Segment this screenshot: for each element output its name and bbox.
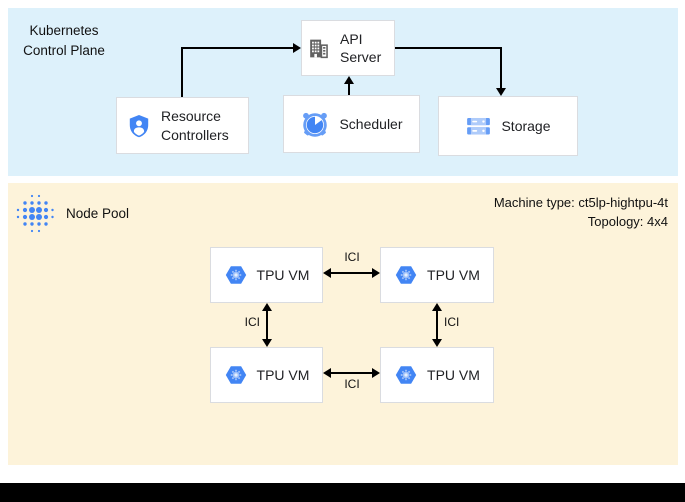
api-server-node: API Server xyxy=(301,20,395,76)
arrowhead-right-icon xyxy=(293,43,301,53)
tpu-icon xyxy=(224,363,248,387)
node-pool-label: Node Pool xyxy=(66,206,130,221)
storage-icon xyxy=(465,113,492,139)
ici-label: ICI xyxy=(244,315,260,329)
bottom-bar xyxy=(0,483,685,502)
arrowhead-down-icon xyxy=(496,88,506,96)
scheduler-label: Scheduler xyxy=(339,115,403,132)
clock-icon xyxy=(300,109,330,139)
tpu-icon xyxy=(224,263,248,287)
tpu-icon xyxy=(394,263,418,287)
node-pool-section xyxy=(8,183,678,465)
tpu-vm-node-3: TPU VM xyxy=(210,347,323,403)
tpu-icon xyxy=(394,363,418,387)
arrowhead-up-icon xyxy=(344,76,354,84)
machine-info: Machine type: ct5lp-hightpu-4t Topology:… xyxy=(368,194,668,232)
machine-type-label: Machine type: ct5lp-hightpu-4t xyxy=(493,195,668,210)
tpu-vm-label: TPU VM xyxy=(256,366,310,383)
tpu-vm-node-2: TPU VM xyxy=(380,247,494,303)
arrowhead-down-icon xyxy=(432,339,442,347)
building-icon xyxy=(306,36,331,61)
ici-label: ICI xyxy=(344,250,360,264)
topology-label: Topology: 4x4 xyxy=(587,213,668,229)
shield-icon xyxy=(126,113,152,139)
tpu-vm-label: TPU VM xyxy=(427,366,480,383)
storage-node: Storage xyxy=(438,96,578,156)
ici-label: ICI xyxy=(444,315,460,329)
arrowhead-down-icon xyxy=(262,339,272,347)
api-server-label: API Server xyxy=(340,30,382,65)
scheduler-node: Scheduler xyxy=(283,95,420,153)
node-pool-icon xyxy=(14,192,56,234)
control-plane-label: Kubernetes Control Plane xyxy=(23,23,105,59)
arrowhead-up-icon xyxy=(262,303,272,311)
resource-controllers-node: Resource Controllers xyxy=(116,97,249,154)
tpu-vm-node-1: TPU VM xyxy=(210,247,323,303)
storage-label: Storage xyxy=(501,117,551,134)
tpu-vm-label: TPU VM xyxy=(427,266,480,283)
arrowhead-left-icon xyxy=(323,368,331,378)
resource-controllers-label: Resource Controllers xyxy=(161,108,229,143)
tpu-vm-label: TPU VM xyxy=(256,266,310,283)
arrowhead-right-icon xyxy=(372,368,380,378)
arrowhead-left-icon xyxy=(323,268,331,278)
arrowhead-right-icon xyxy=(372,268,380,278)
ici-label: ICI xyxy=(344,377,360,391)
arrowhead-up-icon xyxy=(432,303,442,311)
tpu-vm-node-4: TPU VM xyxy=(380,347,494,403)
